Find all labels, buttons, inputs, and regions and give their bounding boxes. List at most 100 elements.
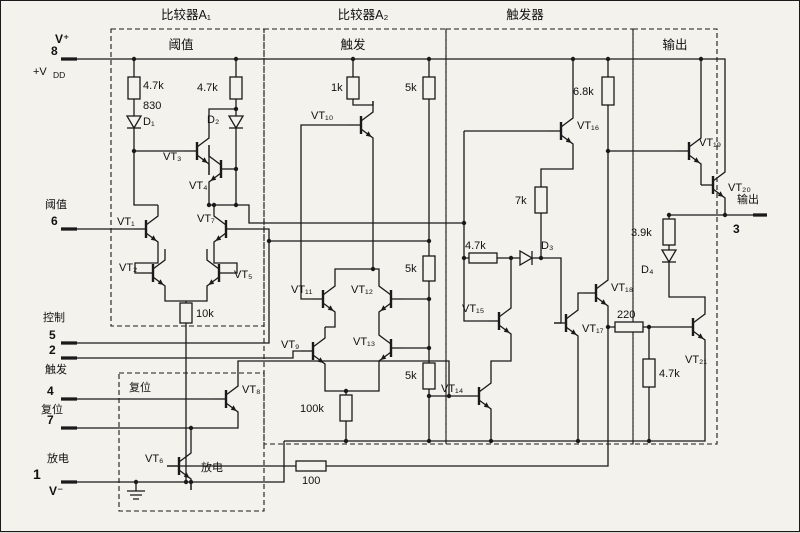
- transistor-vt17: [552, 297, 580, 349]
- resistor-r12-value: 100: [302, 475, 320, 487]
- resistor-r1-value: 4.7k: [143, 80, 164, 92]
- transistor-vt19-label: VT₁₉: [699, 137, 721, 149]
- resistor-r11: [339, 394, 353, 422]
- transistor-vt5-label: VT₅: [234, 269, 253, 281]
- resistor-r3-value: 1k: [331, 82, 343, 94]
- transistor-vt17-label: VT₁₇: [582, 323, 604, 335]
- resistor-r12: [295, 460, 327, 472]
- pin-reset-label: 复位: [41, 402, 63, 416]
- resistor-r2-value: 4.7k: [197, 82, 218, 94]
- pin-vminus-label: V⁻: [49, 484, 63, 498]
- transistor-vt16-label: VT₁₆: [577, 120, 599, 132]
- pin-1-number: 1: [33, 466, 41, 482]
- pin-discharge-label: 放电: [47, 451, 69, 465]
- transistor-vt2: [139, 247, 167, 299]
- transistor-vt16: [547, 105, 575, 157]
- pin-6-number: 6: [51, 214, 58, 228]
- flip-flop-box: [445, 28, 634, 445]
- pin-vdd-subscript: DD: [53, 70, 65, 80]
- resistor-r5-value: 6.8k: [573, 86, 594, 98]
- resistors: [127, 76, 676, 472]
- pin-3-number: 3: [733, 222, 740, 236]
- transistor-vt8-label: VT₈: [242, 384, 261, 396]
- transistor-vt11-label: VT₁₁: [291, 284, 313, 296]
- transistor-vt3: [183, 125, 211, 177]
- transistor-vt20: [699, 159, 727, 211]
- resistor-r2: [229, 76, 243, 100]
- transistor-vt4: [207, 143, 235, 195]
- resistor-r9: [179, 302, 193, 324]
- diode-d4-label: D₄: [641, 264, 654, 276]
- transistor-vt12-label: VT₁₂: [351, 284, 373, 296]
- labels: 比较器A₁ 比较器A₂ 触发器 输出 阈值 触发 复位 放电 V⁺ 8 +V D…: [33, 7, 759, 498]
- transistor-vt13: [377, 322, 405, 374]
- diode-d3: [519, 249, 534, 267]
- transistor-vt2-label: VT₂: [119, 262, 137, 274]
- resistor-r9-value: 10k: [196, 308, 214, 320]
- pin-control-label: 控制: [43, 310, 65, 324]
- reset-box: [118, 372, 265, 512]
- resistor-r11-value: 100k: [300, 403, 324, 415]
- resistor-r14-value: 3.9k: [631, 227, 652, 239]
- transistor-vt14: [465, 370, 493, 422]
- section-title-comparator-a2: 比较器A₂: [338, 7, 389, 22]
- diode-d2: [227, 115, 245, 130]
- resistor-r4: [422, 76, 436, 100]
- transistor-vt13-label: VT₁₃: [353, 336, 375, 348]
- resistor-r7: [422, 255, 436, 282]
- resistor-r6-value: 7k: [515, 195, 527, 207]
- transistor-vt21-label: VT₂₁: [685, 354, 707, 366]
- resistor-r15-value: 4.7k: [659, 368, 680, 380]
- pin-threshold-label: 阈值: [45, 197, 67, 211]
- comparator-a2-box: [263, 28, 447, 445]
- transistor-vt14-label: VT₁₄: [441, 383, 464, 395]
- comparator-a1-box: [110, 28, 265, 327]
- pin-5-number: 5: [49, 328, 56, 342]
- resistor-r10: [422, 362, 436, 390]
- transistor-vt15: [485, 295, 513, 347]
- pin-7-number: 7: [47, 413, 54, 427]
- resistor-r13: [614, 321, 644, 333]
- transistor-vt21: [679, 301, 707, 353]
- transistor-vt10: [347, 99, 375, 151]
- transistor-vt3-label: VT₃: [163, 151, 182, 163]
- transistor-vt5: [205, 247, 233, 299]
- pin-2-number: 2: [49, 343, 56, 357]
- label-discharge-inner: 放电: [201, 460, 223, 474]
- resistor-r6: [534, 186, 548, 214]
- wires: [61, 57, 767, 500]
- transistor-vt15-label: VT₁₅: [462, 303, 484, 315]
- transistor-vt12: [377, 273, 405, 325]
- transistor-vt18: [582, 267, 610, 319]
- label-threshold-top: 阈值: [168, 37, 193, 52]
- diode-d1-label: D₁: [143, 116, 155, 128]
- resistor-r15: [642, 358, 656, 388]
- transistor-vt10-label: VT₁₀: [311, 110, 333, 122]
- transistor-vt19: [675, 125, 703, 177]
- resistor-r14: [662, 218, 676, 246]
- transistor-vt1-label: VT₁: [117, 216, 135, 228]
- resistor-r13-value: 220: [617, 309, 635, 321]
- pin-vplus-label: V⁺: [55, 32, 69, 46]
- transistor-vt9: [299, 325, 327, 377]
- transistor-vt11: [309, 273, 337, 325]
- diode-d2-label: D₂: [207, 114, 219, 126]
- resistor-r8-value: 4.7k: [465, 240, 486, 252]
- transistor-vt8: [212, 373, 240, 425]
- section-boxes: [110, 28, 718, 512]
- pin-trigger-label: 触发: [45, 362, 67, 376]
- pin-output-label: 输出: [737, 192, 759, 206]
- resistor-r4-value: 5k: [405, 82, 417, 94]
- diode-d4: [660, 249, 678, 264]
- resistor-r10-value: 5k: [405, 370, 417, 382]
- section-title-comparator-a1: 比较器A₁: [161, 7, 211, 22]
- resistor-r1: [127, 76, 141, 100]
- diode-d1: [125, 115, 143, 130]
- transistor-vt1: [132, 203, 160, 255]
- resistor-r8: [468, 252, 498, 264]
- transistor-vt7-label: VT₇: [197, 213, 215, 225]
- label-reset-inner: 复位: [129, 380, 151, 394]
- diodes: [125, 115, 678, 267]
